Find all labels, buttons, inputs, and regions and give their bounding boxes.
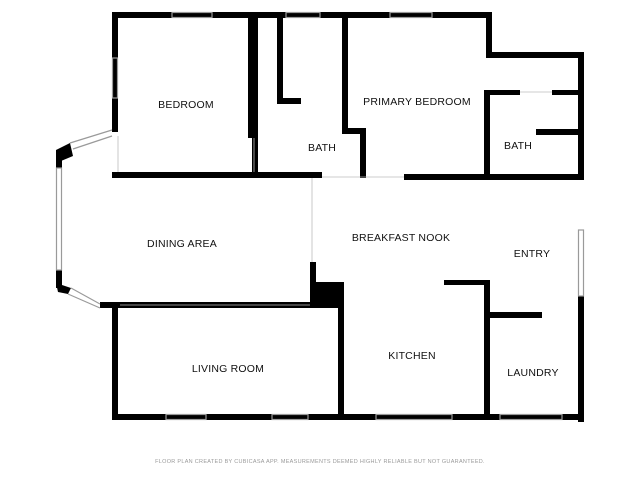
room-label-entry: ENTRY — [513, 248, 551, 260]
room-label-living-room: LIVING ROOM — [191, 363, 265, 375]
walls — [56, 12, 584, 422]
room-label-bedroom: BEDROOM — [158, 99, 214, 111]
windows — [55, 11, 585, 421]
openings — [117, 91, 552, 306]
room-label-bath-left: BATH — [307, 142, 337, 154]
room-label-laundry: LAUNDRY — [507, 367, 559, 379]
room-label-bath-right: BATH — [503, 140, 533, 152]
room-label-breakfast-nook: BREAKFAST NOOK — [351, 232, 451, 244]
floor-plan-disclaimer: FLOOR PLAN CREATED BY CUBICASA APP. MEAS… — [155, 459, 485, 465]
room-label-kitchen: KITCHEN — [388, 350, 436, 362]
room-label-primary-bedroom: PRIMARY BEDROOM — [363, 96, 471, 108]
room-label-dining-area: DINING AREA — [147, 238, 217, 250]
